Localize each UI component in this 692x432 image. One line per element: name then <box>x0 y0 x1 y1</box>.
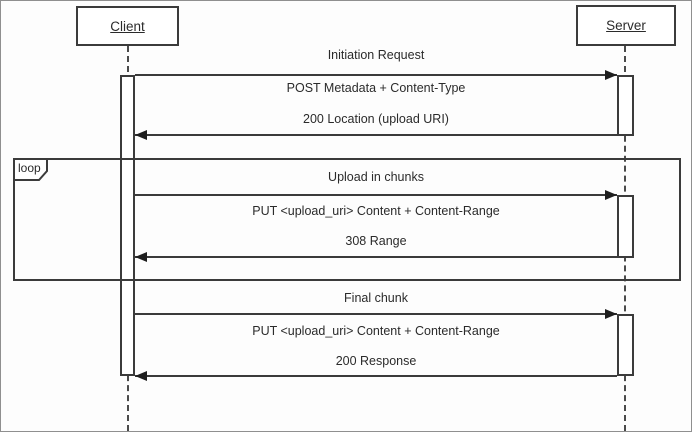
arrowhead-right-icon <box>605 309 617 319</box>
arrowhead-left-icon <box>135 371 147 381</box>
participant-label-client: Client <box>110 18 145 34</box>
message-line-loop-response <box>135 256 617 258</box>
server-activation-bar-final <box>617 314 634 376</box>
arrowhead-right-icon <box>605 70 617 80</box>
section-title-initiation: Initiation Request <box>327 48 425 62</box>
arrowhead-right-icon <box>605 190 617 200</box>
arrowhead-left-icon <box>135 130 147 140</box>
loop-operator-label: loop <box>18 161 41 175</box>
section-title-final: Final chunk <box>344 291 408 305</box>
client-activation-bar <box>120 75 135 376</box>
message-label-initiation-request: POST Metadata + Content-Type <box>286 81 466 95</box>
loop-fragment-frame <box>13 158 681 281</box>
participant-box-server: Server <box>576 5 676 46</box>
section-title-loop-upload: Upload in chunks <box>328 170 424 184</box>
message-line-final-response <box>135 375 617 377</box>
message-line-initiation-response <box>135 134 617 136</box>
message-line-loop-request <box>135 194 617 196</box>
message-label-initiation-response: 200 Location (upload URI) <box>303 112 449 126</box>
loop-operator-pentagon-icon <box>13 158 48 181</box>
message-label-final-request: PUT <upload_uri> Content + Content-Range <box>252 324 500 338</box>
message-label-final-response: 200 Response <box>335 354 417 368</box>
message-label-loop-request: PUT <upload_uri> Content + Content-Range <box>252 204 500 218</box>
arrowhead-left-icon <box>135 252 147 262</box>
participant-box-client: Client <box>76 6 179 46</box>
server-activation-bar-initiation <box>617 75 634 136</box>
message-line-final-request <box>135 313 617 315</box>
message-label-loop-response: 308 Range <box>345 234 407 248</box>
server-activation-bar-loop <box>617 195 634 258</box>
message-line-initiation-request <box>135 74 617 76</box>
participant-label-server: Server <box>606 18 646 33</box>
